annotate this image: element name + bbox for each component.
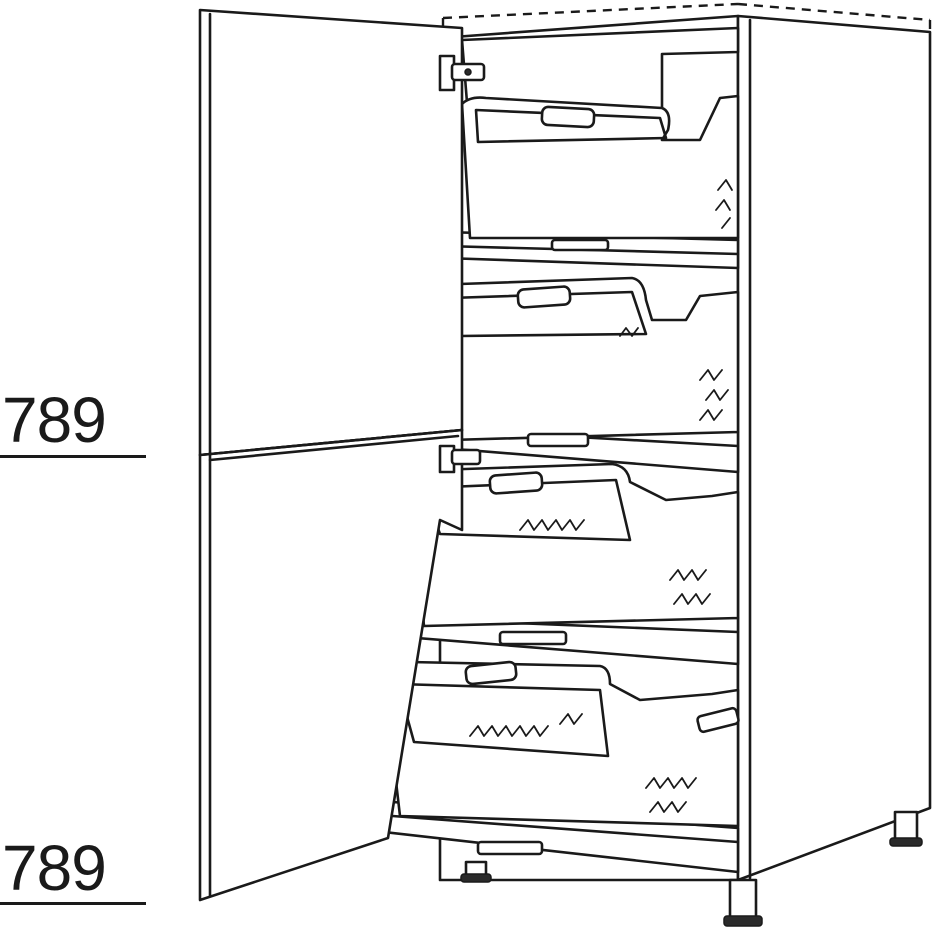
- basket-drawer-1: [442, 94, 740, 270]
- dimension-lower-line: [0, 902, 146, 905]
- dimension-upper-label: 789: [2, 384, 107, 456]
- dimension-upper-line: [0, 455, 146, 458]
- dimension-lower-label: 789: [2, 832, 107, 904]
- cabinet-door: [198, 8, 464, 902]
- door-hinges: [438, 54, 486, 474]
- basket-drawer-4: [364, 660, 740, 874]
- cabinet-legs: [460, 810, 923, 927]
